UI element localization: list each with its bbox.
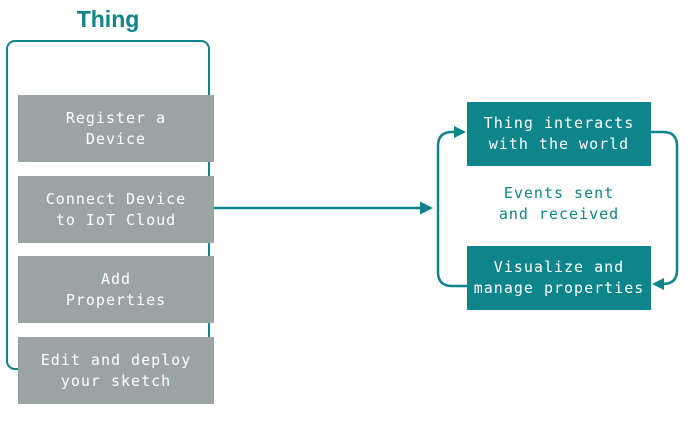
left-arrowhead-icon: [652, 278, 664, 290]
step-label: Connect Device to IoT Cloud: [45, 189, 187, 229]
step-box-edit-deploy-sketch: Edit and deploy your sketch: [18, 337, 214, 404]
thing-panel: Register a Device Connect Device to IoT …: [6, 40, 214, 404]
cycle-box-label: Visualize and manage properties: [473, 258, 645, 297]
right-arrowhead-icon: [454, 126, 466, 138]
step-box-connect-device: Connect Device to IoT Cloud: [18, 176, 214, 243]
cycle-box-visualize-properties: Visualize and manage properties: [467, 246, 651, 310]
step-box-add-properties: Add Properties: [18, 256, 214, 323]
step-box-register-device: Register a Device: [18, 95, 214, 162]
cycle-box-thing-interacts: Thing interacts with the world: [467, 102, 651, 166]
cycle-events-text: Events sent and received: [498, 184, 620, 223]
step-label: Register a Device: [65, 108, 167, 148]
step-label: Add Properties: [65, 269, 167, 309]
diagram-title: Thing: [76, 6, 140, 32]
cycle-down-arrow: [651, 130, 679, 286]
cycle-up-arrow: [436, 130, 467, 288]
cycle-box-label: Thing interacts with the world: [483, 114, 635, 153]
step-label: Edit and deploy your sketch: [40, 350, 192, 390]
right-arrowhead-icon: [420, 201, 433, 215]
